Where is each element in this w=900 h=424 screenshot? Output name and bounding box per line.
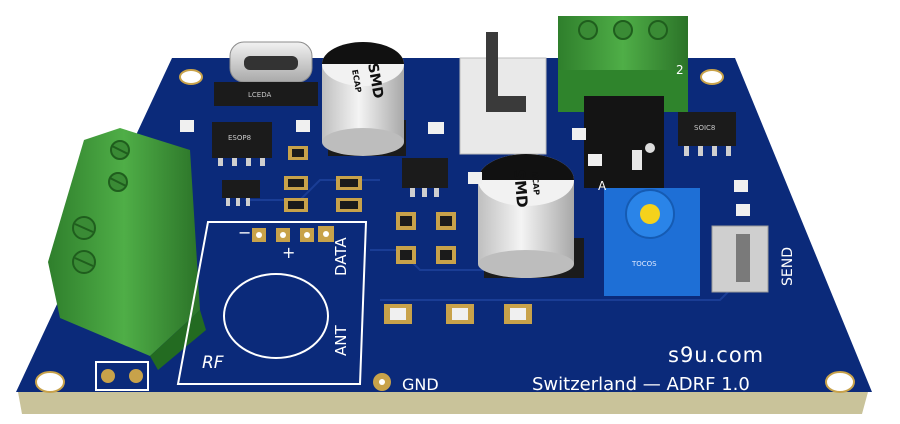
cap-left-line2: ECAP (350, 69, 363, 94)
footer-label: Switzerland — ADRF 1.0 (532, 374, 750, 395)
cap-right-line2: ECAP (530, 171, 541, 195)
plus-label: + (282, 243, 295, 262)
potentiometer: TOCOS (604, 188, 700, 296)
cap-left-line1: SMD (364, 62, 386, 100)
ic-left-label: ESOP8 (228, 134, 251, 142)
capacitor-left: SMD ECAP (322, 42, 406, 156)
capacitor-right: SMD ECAP (478, 154, 584, 278)
gnd-label: GND (402, 375, 439, 394)
pin-a-label: A (598, 179, 607, 193)
usb-c-connector: LCEDA (214, 41, 318, 106)
ic-right-label: SOIC8 (694, 124, 715, 132)
terminal-block-left (48, 128, 206, 370)
data-label: DATA (332, 237, 350, 276)
pcb-edge (18, 392, 868, 414)
ic-esop8: ESOP8 (212, 122, 272, 166)
rf-header-pads (252, 226, 334, 242)
minus-label: − (238, 223, 251, 242)
slide-switch (459, 32, 547, 155)
black-module (584, 96, 664, 188)
brand-label: s9u.com (668, 343, 764, 367)
rf-module-outline (176, 221, 368, 385)
ic-soic8: SOIC8 (678, 112, 736, 156)
pin-2-label: 2 (676, 63, 684, 77)
send-label: SEND (780, 247, 796, 286)
usb-chip-label: LCEDA (248, 91, 271, 99)
ic-small (222, 180, 260, 206)
mounting-holes (35, 69, 855, 393)
ant-label: ANT (332, 325, 350, 356)
pot-label: TOCOS (631, 260, 657, 268)
smd-passives (180, 120, 750, 324)
voltage-regulator (402, 158, 448, 197)
send-button (711, 225, 769, 293)
gnd-pads (95, 361, 391, 391)
rf-label: RF (202, 353, 224, 373)
cap-right-line1: SMD (510, 169, 531, 209)
